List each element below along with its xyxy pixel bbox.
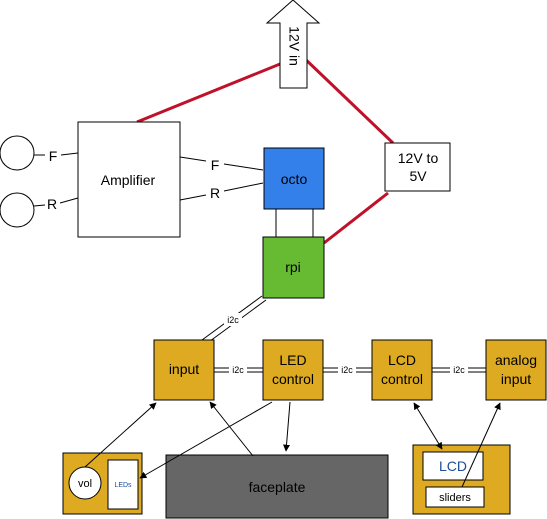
converter-line2: 5V (409, 168, 427, 184)
leds-strip (107, 459, 139, 510)
octo-label: octo (281, 171, 308, 187)
i2c-label-input-led: i2c (232, 365, 244, 375)
i2c-label-bg-2 (229, 364, 247, 376)
amp-out-front-label: F (49, 148, 58, 164)
leds-label: LEDs (114, 482, 132, 489)
arrow-vol-to-input (84, 402, 157, 468)
rpi-label: rpi (285, 259, 301, 275)
speaker-front-wire-2 (60, 152, 79, 156)
vol-knob-label: vol (78, 478, 92, 490)
led-control-line2: control (272, 371, 314, 387)
amp-octo-wire-front-2 (223, 163, 264, 171)
sliders-label: sliders (439, 492, 471, 504)
lcd-screen-label: LCD (439, 458, 467, 474)
amp-out-rear-label: R (47, 196, 57, 212)
octo-rpi-connector (275, 208, 314, 238)
input-board-label: input (169, 361, 199, 377)
power-line-to-converter (301, 55, 395, 145)
speaker-rear-wire-2 (59, 197, 79, 204)
analog-input-board (485, 339, 547, 401)
lcd-control-line2: control (381, 371, 423, 387)
converter-line1: 12V to (398, 150, 439, 166)
amp-octo-wire-front (179, 156, 207, 162)
amp-octo-wire-rear-2 (223, 182, 264, 192)
arrow-faceplate-to-input (209, 401, 254, 457)
lcd-control-board (371, 339, 433, 401)
power-line-to-amplifier (136, 60, 286, 124)
power-line-converter-to-rpi (323, 191, 389, 245)
lcd-screen (422, 451, 484, 481)
i2c-label-lcd-analog: i2c (453, 365, 465, 375)
input-board (153, 339, 215, 401)
faceplate-label: faceplate (249, 479, 306, 495)
amp-in-front-label: F (211, 157, 220, 173)
led-control-board (262, 339, 324, 401)
speaker-rear-wire (33, 204, 46, 207)
amplifier-box (77, 121, 181, 238)
lcd-control-line1: LCD (388, 352, 416, 368)
analog-input-line2: input (501, 371, 531, 387)
arrow-led-control-to-faceplate (283, 401, 291, 452)
arrow-sliders-to-analog (461, 402, 501, 488)
converter-box (384, 142, 451, 192)
arrow-led-control-to-leds (139, 401, 273, 479)
rpi-box (262, 236, 325, 299)
speaker-front-icon (0, 135, 35, 171)
i2c-label-rpi-input: i2c (227, 315, 239, 325)
speaker-rear-icon (0, 192, 35, 228)
i2c-label-bg-1 (224, 313, 242, 326)
faceplate-box (165, 454, 389, 519)
power-input-label: 12V in (286, 26, 302, 66)
arrow-lcd-control-lcd (413, 402, 443, 450)
i2c-label-led-lcd: i2c (341, 365, 353, 375)
amplifier-label: Amplifier (101, 172, 156, 188)
sliders-box (425, 486, 485, 508)
amp-octo-wire-rear (179, 194, 207, 201)
analog-input-line1: analog (495, 352, 537, 368)
led-control-line1: LED (279, 352, 306, 368)
power-input-arrow (265, 0, 321, 89)
i2c-label-bg-3 (338, 364, 356, 376)
i2c-label-bg-4 (450, 364, 468, 376)
amp-in-rear-label: R (210, 185, 220, 201)
